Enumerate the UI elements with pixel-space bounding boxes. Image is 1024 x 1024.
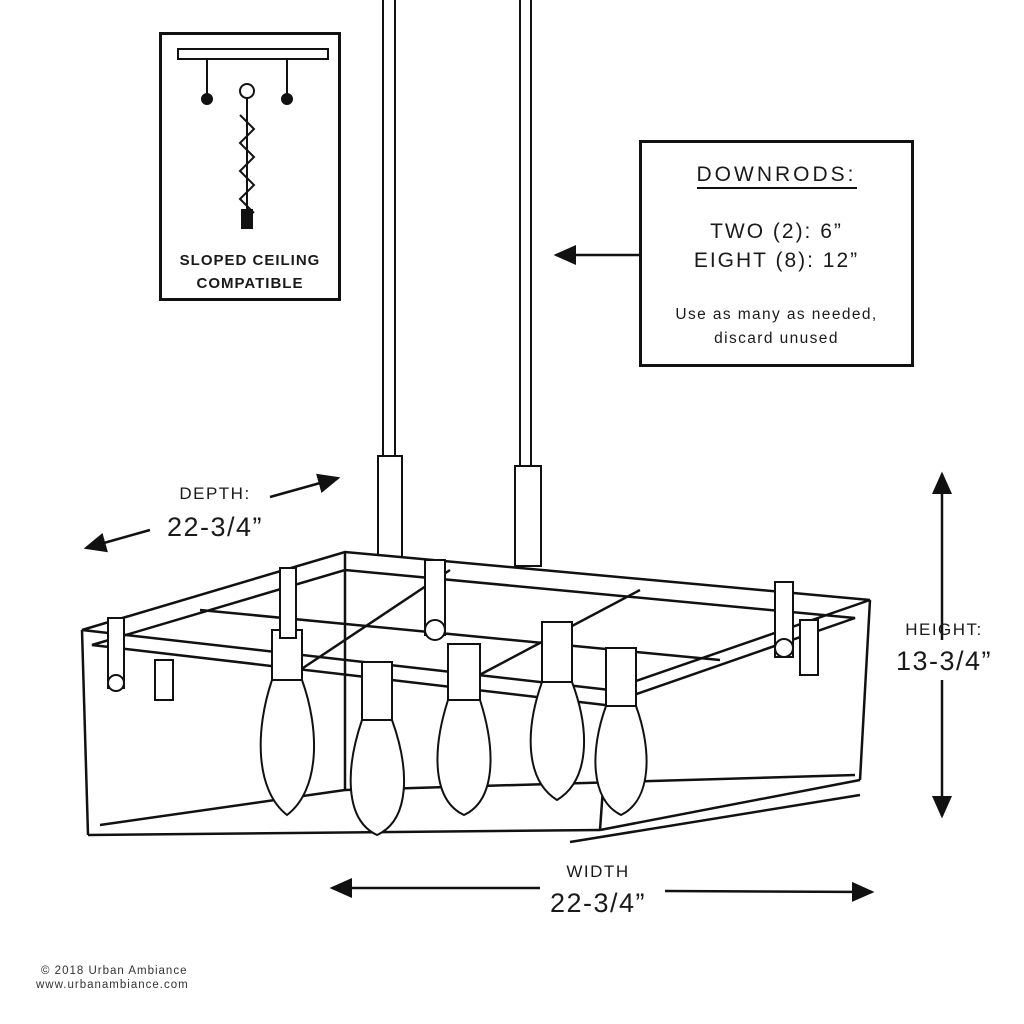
sloped-ceiling-inset: SLOPED CEILING COMPATIBLE xyxy=(159,32,341,301)
frame-clips xyxy=(107,559,819,701)
sloped-ceiling-chain-icon xyxy=(177,48,329,229)
width-label: WIDTH xyxy=(566,862,630,881)
downrods-title: DOWNRODS: xyxy=(696,163,857,189)
bulb xyxy=(436,643,492,817)
height-label: HEIGHT: xyxy=(905,620,983,639)
downrods-eight: EIGHT (8): 12” xyxy=(693,249,860,272)
width-arrow-right xyxy=(664,881,875,902)
downrod-right xyxy=(514,0,542,567)
depth-value: 22-3/4” xyxy=(166,512,264,542)
downrods-two: TWO (2): 6” xyxy=(710,220,843,243)
bulb xyxy=(259,629,315,817)
sloped-ceiling-line2: COMPATIBLE xyxy=(196,275,304,292)
depth-arrow-back xyxy=(269,473,341,499)
downrods-note-line1: Use as many as needed, xyxy=(675,306,878,323)
bulb xyxy=(594,647,648,817)
depth-label: DEPTH: xyxy=(179,484,251,503)
height-value: 13-3/4” xyxy=(895,646,993,676)
bulb xyxy=(529,621,586,802)
depth-arrow-front xyxy=(83,528,151,553)
downrods-callout: DOWNRODS: TWO (2): 6” EIGHT (8): 12” Use… xyxy=(639,140,914,367)
bulbs xyxy=(259,621,648,837)
sloped-ceiling-caption: SLOPED CEILING COMPATIBLE xyxy=(162,249,338,295)
sloped-ceiling-line1: SLOPED CEILING xyxy=(179,252,321,269)
footer: © 2018 Urban Ambiance www.urbanambiance.… xyxy=(36,964,189,992)
downrods-title-row: DOWNRODS: xyxy=(642,163,911,189)
copyright-text: © 2018 Urban Ambiance xyxy=(41,965,188,977)
downrods-note: Use as many as needed, discard unused xyxy=(642,303,911,351)
bulb xyxy=(349,661,406,837)
width-value: 22-3/4” xyxy=(549,888,647,918)
downrods-note-line2: discard unused xyxy=(714,330,839,347)
downrod-left xyxy=(377,0,403,562)
website-url: www.urbanambiance.com xyxy=(36,979,189,991)
downrods-counts: TWO (2): 6” EIGHT (8): 12” xyxy=(642,217,911,275)
